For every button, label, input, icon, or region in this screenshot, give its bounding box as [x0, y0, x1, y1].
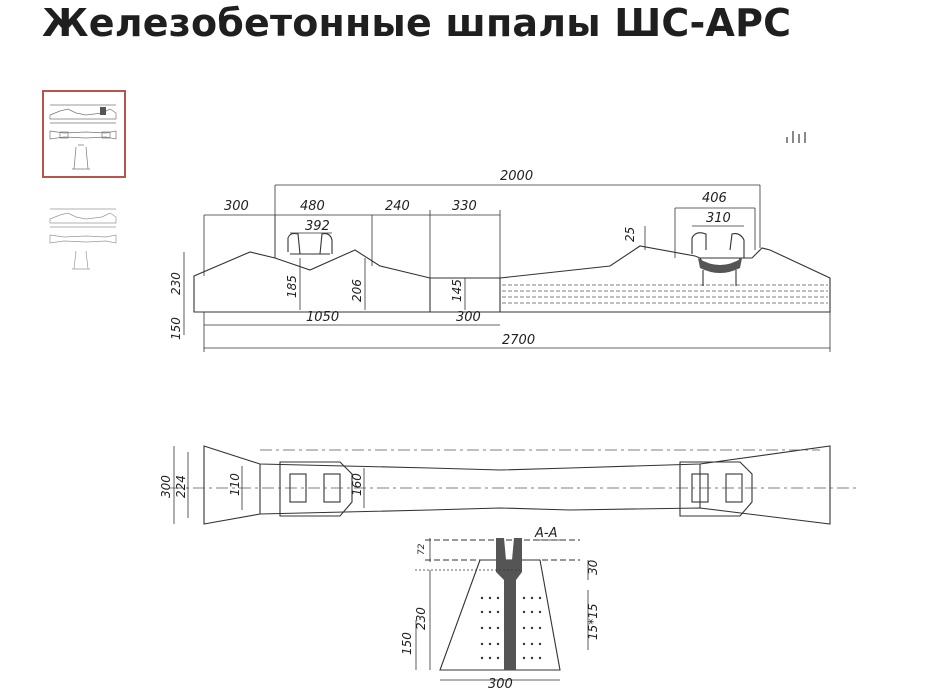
dim-label: 30	[586, 559, 600, 575]
dim-label: 300	[159, 475, 173, 498]
dim-label: 310	[706, 211, 731, 226]
dim-label: 300	[224, 199, 249, 214]
dim-label: 300	[456, 310, 481, 325]
dim-label: 230	[169, 272, 183, 295]
thumbnail-1[interactable]	[42, 90, 126, 178]
dim-label: 1050	[306, 310, 339, 325]
thumbnail-drawing-icon	[49, 208, 117, 270]
section-label: А-А	[534, 526, 557, 541]
dim-label: 240	[385, 199, 410, 214]
dim-label: 206	[350, 279, 364, 302]
dim-label: 392	[305, 219, 330, 234]
dim-label: 2000	[500, 169, 533, 184]
dim-label: 185	[285, 275, 299, 298]
thumbnail-drawing-icon	[49, 104, 117, 170]
dim-label: 145	[450, 279, 464, 302]
dim-label: 150	[169, 317, 183, 340]
dim-label: 15*15	[586, 603, 600, 640]
dim-label: 406	[702, 191, 727, 206]
dim-label: 224	[174, 475, 188, 498]
dim-label: 480	[300, 199, 325, 214]
page-title: Железобетонные шпалы ШС-АРС	[42, 1, 792, 45]
bar-chart-icon[interactable]	[784, 128, 808, 148]
dim-label: 25	[623, 227, 637, 242]
sleeper-drawing: 2000 300 480 392 240 330 406 310 25 230 …	[159, 169, 860, 692]
dim-label: 2700	[502, 333, 535, 348]
dim-label: 150	[400, 632, 414, 655]
dim-label: 330	[452, 199, 477, 214]
dim-label: 300	[488, 677, 513, 690]
thumbnail-strip	[42, 90, 128, 294]
dim-label: 230	[414, 607, 428, 630]
dim-label: 160	[350, 473, 364, 496]
thumbnail-2[interactable]	[42, 192, 126, 280]
dim-label: 110	[228, 473, 242, 496]
dim-label: 72	[417, 543, 427, 555]
image-viewer: 2000 300 480 392 240 330 406 310 25 230 …	[140, 90, 930, 692]
